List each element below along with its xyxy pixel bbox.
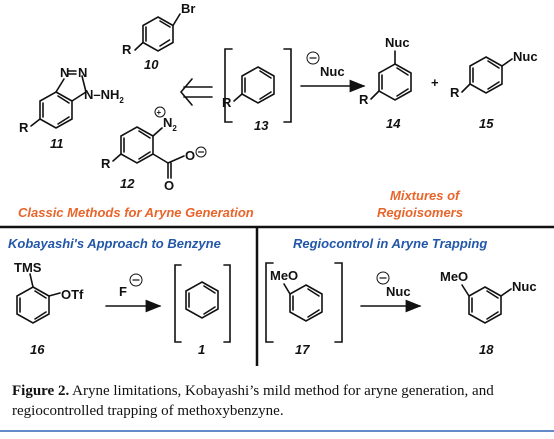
- r-label: R: [359, 92, 369, 107]
- compound-16: TMS OTf 16: [14, 260, 84, 357]
- triazole-n-label-2: N: [78, 65, 87, 80]
- bromo-label: Br: [181, 1, 195, 16]
- heading-mixtures-line1: Mixtures of: [390, 188, 461, 203]
- methoxy-label: MeO: [440, 269, 468, 284]
- compound-number-15: 15: [479, 116, 494, 131]
- nucleophile-label: Nuc: [320, 64, 345, 79]
- caption-text: Aryne limitations, Kobayashi’s mild meth…: [12, 383, 494, 419]
- amino-label: N–NH2: [84, 87, 124, 105]
- tms-label: TMS: [14, 260, 42, 275]
- compound-number-17: 17: [295, 342, 310, 357]
- plus-sign: +: [431, 75, 439, 90]
- compound-1: 1: [174, 264, 231, 357]
- caption-label: Figure 2.: [12, 383, 70, 399]
- compound-number-12: 12: [120, 176, 135, 191]
- nuc-arrow-bottom: Nuc: [360, 271, 422, 313]
- nuc-arrow: Nuc: [300, 51, 366, 93]
- heading-regiocontrol: Regiocontrol in Aryne Trapping: [293, 236, 487, 251]
- compound-14: Nuc R 14: [359, 35, 412, 131]
- methoxy-label: MeO: [270, 268, 298, 283]
- compound-11: N N N–NH2 R 11: [19, 65, 124, 151]
- nucleophile-label: Nuc: [512, 279, 537, 294]
- nucleophile-label: Nuc: [513, 49, 538, 64]
- compound-number-13: 13: [254, 118, 269, 133]
- plus-charge: +: [157, 108, 162, 117]
- heading-kobayashi: Kobayashi's Approach to Benzyne: [8, 236, 221, 251]
- compound-number-1: 1: [198, 342, 205, 357]
- compound-13: R 13: [222, 48, 292, 133]
- retro-arrow: [179, 78, 213, 106]
- compound-number-14: 14: [386, 116, 401, 131]
- compound-number-18: 18: [479, 342, 494, 357]
- r-label: R: [122, 42, 132, 57]
- oxide-o-label: O: [185, 148, 195, 163]
- compound-number-10: 10: [144, 57, 159, 72]
- compound-18: MeO Nuc 18: [440, 269, 537, 357]
- fluoride-arrow: F: [105, 273, 162, 313]
- diazonium-label: N2: [163, 115, 177, 133]
- nucleophile-label: Nuc: [386, 284, 411, 299]
- heading-mixtures-line2: Regioisomers: [377, 205, 463, 220]
- carbonyl-o-label: O: [164, 178, 174, 193]
- r-label: R: [101, 156, 111, 171]
- compound-17: MeO 17: [265, 262, 343, 357]
- r-label: R: [19, 120, 29, 135]
- compound-12: N2 + O O R 12: [101, 106, 207, 193]
- compound-10: Br R 10: [122, 1, 195, 72]
- compound-15: Nuc R 15: [450, 49, 538, 131]
- nucleophile-label: Nuc: [385, 35, 410, 50]
- compound-number-16: 16: [30, 342, 45, 357]
- otf-label: OTf: [61, 287, 84, 302]
- r-label: R: [222, 95, 232, 110]
- fluoride-label: F: [119, 284, 127, 299]
- figure-caption: Figure 2. Aryne limitations, Kobayashi’s…: [12, 381, 542, 421]
- heading-classic-methods: Classic Methods for Aryne Generation: [18, 205, 254, 220]
- triazole-n-label-1: N: [60, 65, 69, 80]
- r-label: R: [450, 85, 460, 100]
- compound-number-11: 11: [50, 136, 64, 151]
